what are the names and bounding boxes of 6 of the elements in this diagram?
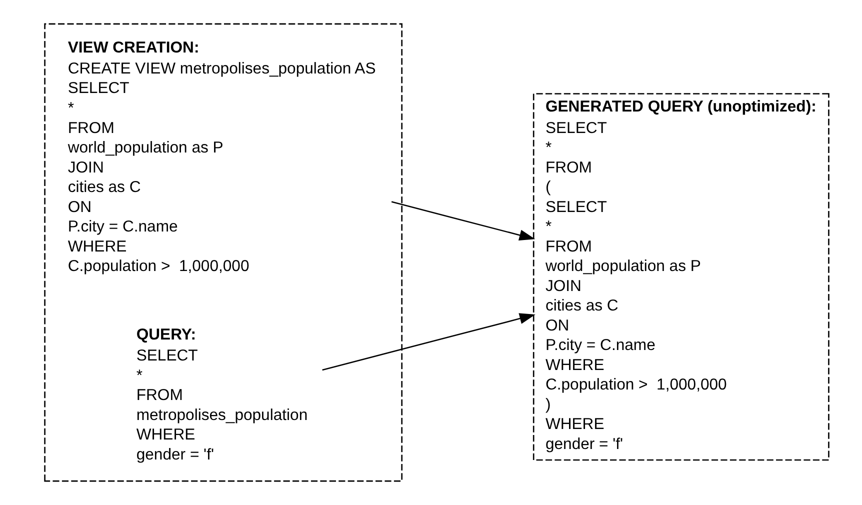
arrow [322, 313, 535, 371]
node-text: VIEW CREATION: CREATE VIEW metropolises_population AS SELECT * FROM world_population as P JOIN cities as C ON P.city = C.name WHERE C.population > 1,000,000 [67, 39, 376, 276]
cluster [44, 23, 402, 482]
node-box: GENERATED QUERY (unoptimized): SELECT * FROM ( SELECT * FROM world_population as P JOIN cities as C ON P.city = C.name WHERE C.population > 1,000,000 ) WHERE gender = 'f' [532, 93, 829, 461]
node-text: QUERY: SELECT * FROM metropolises_population WHERE gender = 'f' [136, 326, 308, 464]
arrow [390, 201, 535, 241]
